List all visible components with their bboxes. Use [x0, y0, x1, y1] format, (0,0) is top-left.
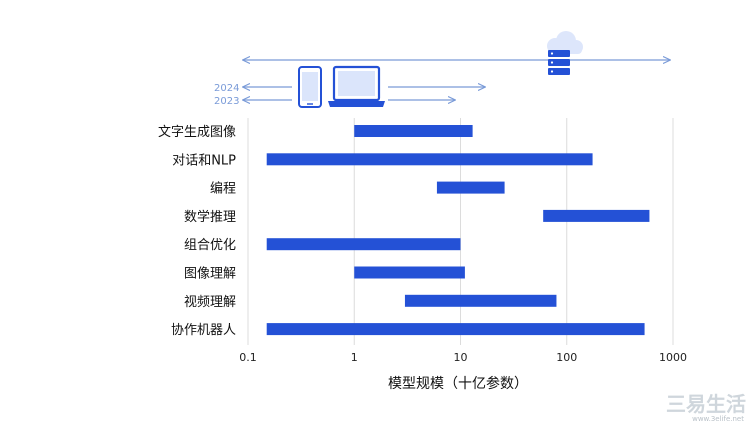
year-label-2024: 2024 — [214, 83, 239, 94]
year-label-2023: 2023 — [214, 96, 239, 107]
gridlines — [247, 118, 674, 345]
device-range-header: 2024 2023 — [214, 31, 670, 108]
category-label: 组合优化 — [184, 238, 236, 253]
x-tick-labels: 0.1 1 10 100 1000 — [239, 351, 687, 364]
x-axis-title: 模型规模（十亿参数） — [388, 375, 528, 392]
range-bar — [266, 238, 461, 251]
watermark: 三易生活 www.3elife.net — [666, 392, 746, 423]
phone-icon — [298, 66, 322, 108]
category-label: 视频理解 — [184, 295, 236, 310]
range-bar — [436, 181, 505, 194]
x-tick-label: 1 — [351, 351, 358, 364]
bar-series — [266, 125, 650, 336]
category-label: 图像理解 — [184, 267, 236, 282]
category-label: 编程 — [210, 182, 236, 197]
category-label: 对话和NLP — [172, 153, 236, 168]
watermark-url: www.3elife.net — [692, 415, 744, 423]
range-bar — [404, 294, 557, 307]
range-bar — [543, 209, 650, 222]
range-bar — [354, 266, 465, 279]
range-bar — [354, 125, 473, 137]
laptop-icon — [328, 65, 385, 107]
range-bar — [266, 323, 645, 336]
x-tick-label: 10 — [454, 351, 468, 364]
watermark-text: 三易生活 — [666, 392, 746, 416]
range-bar — [266, 153, 593, 166]
x-tick-label: 0.1 — [239, 351, 257, 364]
x-tick-label: 1000 — [659, 351, 687, 364]
cloud-server-icon — [547, 31, 583, 75]
x-tick-label: 100 — [556, 351, 577, 364]
category-label: 数学推理 — [184, 209, 236, 225]
category-label: 文字生成图像 — [158, 125, 236, 140]
category-label: 协作机器人 — [171, 323, 236, 338]
